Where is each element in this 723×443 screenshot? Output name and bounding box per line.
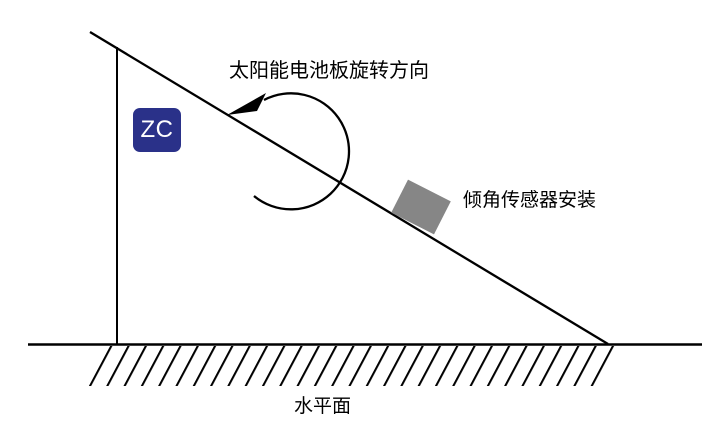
solar-panel-line xyxy=(89,31,609,345)
rotation-direction-label: 太阳能电池板旋转方向 xyxy=(229,60,429,82)
rotation-arrowhead xyxy=(227,93,266,115)
zc-badge-text: ZC xyxy=(140,116,174,143)
sensor-install-label: 倾角传感器安装 xyxy=(463,190,597,211)
rotation-arc xyxy=(253,92,351,211)
ground-plane-label: 水平面 xyxy=(294,396,352,417)
tilt-sensor-block xyxy=(391,179,451,235)
ground-hatching xyxy=(82,346,621,386)
zc-badge: ZC xyxy=(133,108,181,152)
rotation-arrow-icon xyxy=(227,92,351,211)
